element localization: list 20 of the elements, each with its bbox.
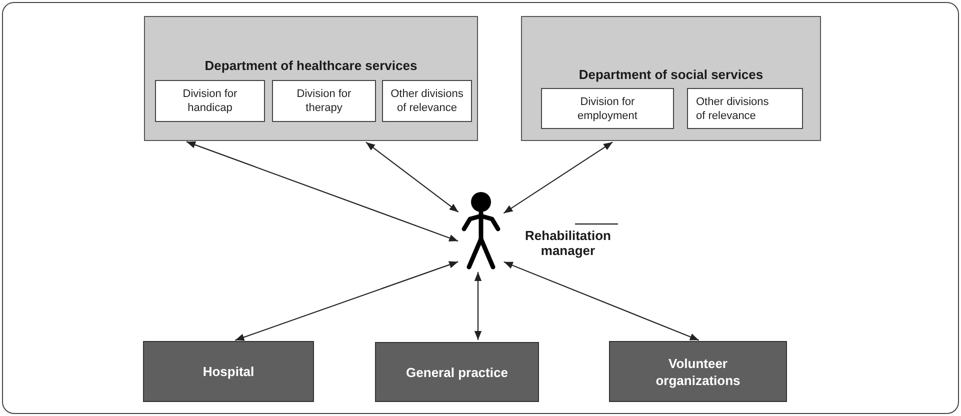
double-arrow <box>503 142 613 214</box>
division-box: Other divisions of relevance <box>687 88 803 129</box>
organization-box: General practice <box>375 342 539 402</box>
division-box: Division for employment <box>541 88 674 129</box>
organization-box: Volunteer organizations <box>609 341 787 402</box>
double-arrow <box>366 142 459 213</box>
stick-figure <box>460 191 502 270</box>
division-box: Other divisions of relevance <box>382 80 472 122</box>
double-arrow <box>235 261 458 341</box>
double-arrow <box>474 272 482 340</box>
double-arrow <box>186 141 458 242</box>
department-title: Department of healthcare services <box>204 58 418 74</box>
organization-box: Hospital <box>143 341 314 402</box>
department-title: Department of social services <box>578 67 764 83</box>
department-box <box>521 16 821 141</box>
double-arrow <box>504 261 700 341</box>
division-box: Division for handicap <box>155 80 265 122</box>
division-box: Division for therapy <box>272 80 376 122</box>
role-label: Rehabilitation manager <box>524 228 612 258</box>
department-box <box>144 16 478 141</box>
